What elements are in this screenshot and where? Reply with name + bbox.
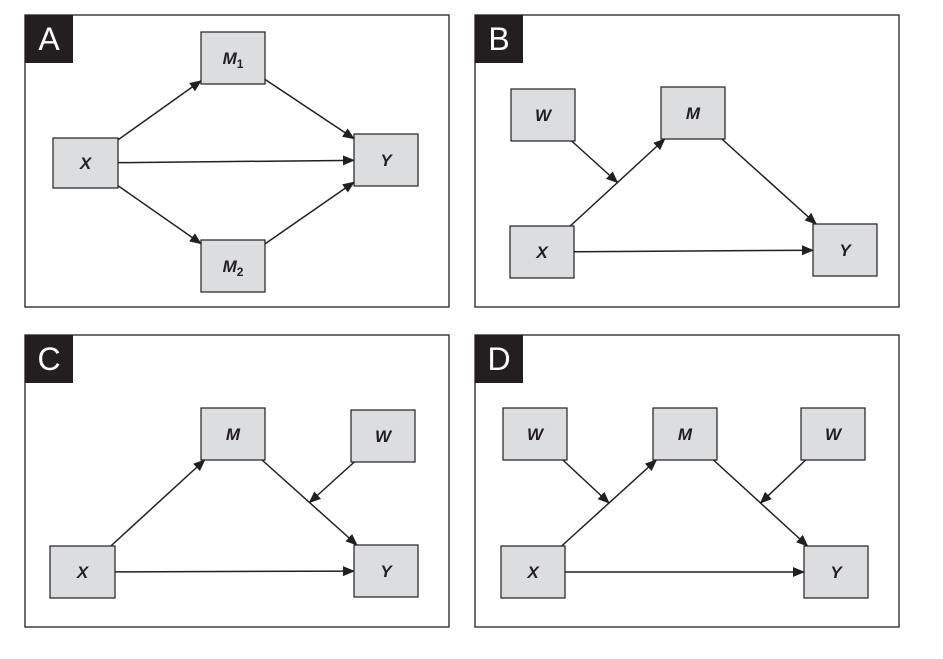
node-label: M2 [223, 257, 244, 279]
node-label: W [825, 425, 843, 444]
node-box [500, 545, 566, 599]
panel-c-node-y: Y [353, 544, 419, 598]
panel-c-label-badge [25, 335, 73, 383]
node-label: Y [839, 241, 852, 260]
node-label: W [527, 425, 545, 444]
panel-c-node-w: W [350, 409, 416, 463]
panel-b: B W M X Y [474, 14, 900, 308]
node-box [660, 86, 726, 140]
panel-d-label-badge [475, 335, 523, 383]
node-box [812, 223, 878, 277]
node-box [52, 137, 119, 189]
node-label: X [79, 154, 93, 173]
panel-b-label-badge [475, 15, 523, 63]
node-box [350, 409, 416, 463]
node-box [200, 31, 266, 85]
node-label: M1 [223, 49, 244, 71]
node-label: X [526, 563, 540, 582]
panel-c-node-x: X [49, 545, 116, 599]
panel-a-node-m2: M2 [200, 239, 266, 293]
panel-a-node-m1: M1 [200, 31, 266, 85]
node-box [803, 545, 869, 599]
node-label: M [226, 425, 241, 444]
node-label: M [686, 104, 701, 123]
node-box [200, 239, 266, 293]
panel-b-node-y: Y [812, 223, 878, 277]
panel-c-node-m: M [200, 407, 266, 461]
panel-b-arrow-w-to-x-m [571, 140, 619, 184]
node-label: W [535, 106, 553, 125]
panel-d: D W M W X Y [474, 334, 900, 628]
node-box [200, 407, 266, 461]
node-label: X [76, 563, 90, 582]
node-box [502, 407, 568, 461]
panel-c-arrow-w-to-m-y [308, 461, 355, 504]
panel-b-node-m: M [660, 86, 726, 140]
node-label: Y [380, 562, 393, 581]
node-box [800, 407, 866, 461]
panel-a-arrow-x-to-y [117, 155, 355, 166]
panel-d-node-m: M [652, 407, 718, 461]
node-box [652, 407, 718, 461]
panel-a-arrow-x-to-m1 [117, 80, 202, 141]
panel-b-arrow-x-to-y [573, 245, 814, 256]
node-box [510, 88, 576, 142]
node-box [509, 225, 575, 279]
node-box [353, 544, 419, 598]
node-label: Y [380, 151, 393, 170]
panel-a-arrow-m1-to-y [264, 78, 355, 140]
panel-a-node-x: X [52, 137, 119, 189]
panel-b-node-x: X [509, 225, 575, 279]
panel-c-arrow-x-to-m [110, 459, 206, 547]
panel-d-arrow-w2-to-m-y [759, 459, 807, 504]
panel-d-arrow-w1-to-x-m [562, 459, 610, 504]
panel-d-node-y: Y [803, 545, 869, 599]
panel-c-label: C [37, 341, 60, 377]
panel-a-arrow-m2-to-y [264, 181, 355, 245]
panel-d-node-x: X [500, 545, 566, 599]
panel-b-node-w: W [510, 88, 576, 142]
panel-d-node-w2: W [800, 407, 866, 461]
node-label: W [375, 427, 393, 446]
node-box [49, 545, 116, 599]
panel-c-arrow-x-to-y [114, 566, 355, 577]
panel-c: C M W X Y [24, 334, 450, 628]
panel-d-node-w1: W [502, 407, 568, 461]
node-label: X [535, 243, 549, 262]
panel-b-arrow-m-to-y [721, 138, 817, 225]
panel-a-arrow-x-to-m2 [117, 185, 202, 245]
panel-a-label-badge [25, 15, 73, 63]
panel-b-label: B [488, 21, 509, 57]
node-box [353, 133, 419, 187]
panel-d-label: D [487, 341, 510, 377]
panel-a-node-y: Y [353, 133, 419, 187]
node-label: Y [830, 563, 843, 582]
panel-a-label: A [38, 21, 60, 57]
node-label: M [678, 425, 693, 444]
